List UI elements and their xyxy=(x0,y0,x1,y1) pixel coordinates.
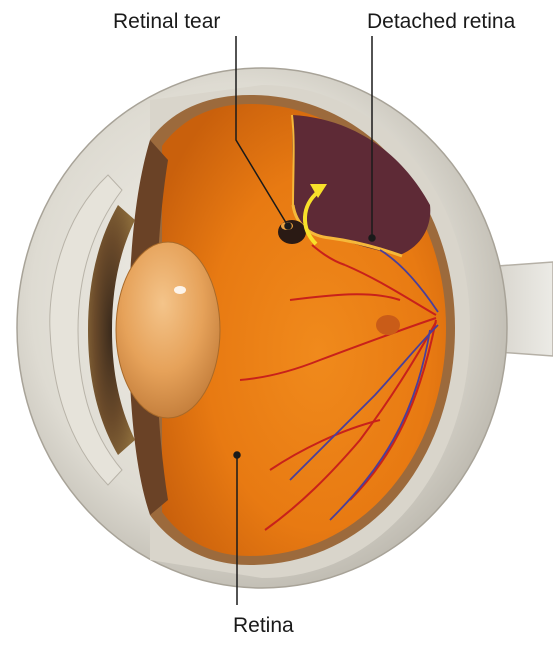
label-retina: Retina xyxy=(233,615,294,636)
label-detached-retina: Detached retina xyxy=(367,11,515,32)
macula xyxy=(376,315,400,335)
lens xyxy=(116,242,220,418)
label-retinal-tear: Retinal tear xyxy=(113,11,220,32)
